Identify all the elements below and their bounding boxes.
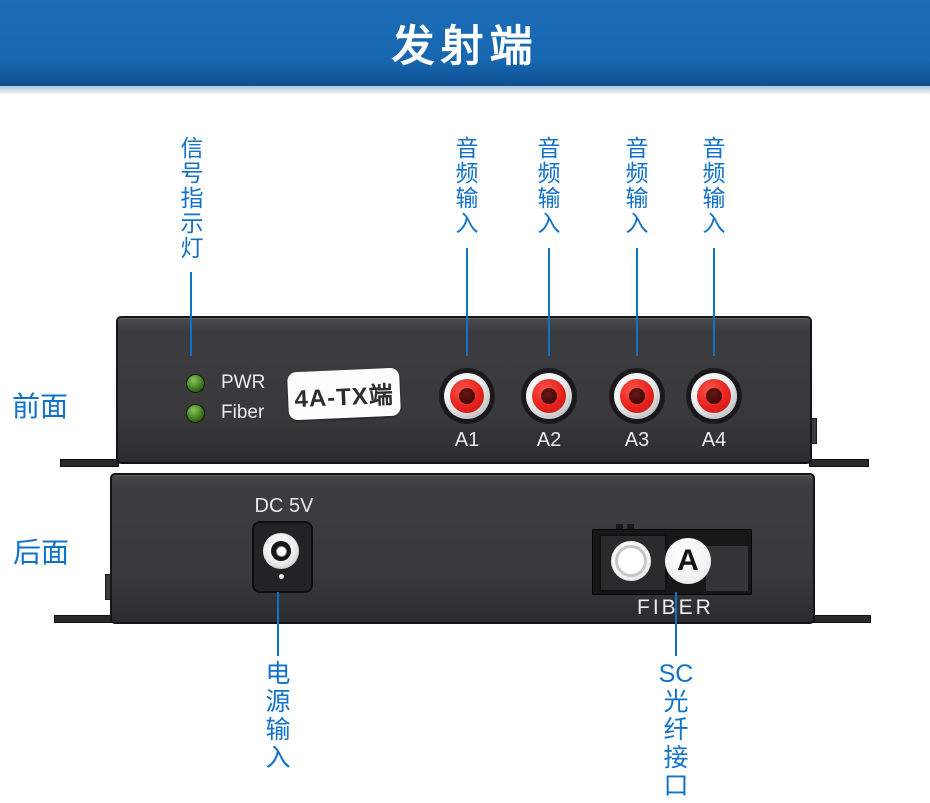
rca-hole — [629, 388, 645, 404]
model-badge: 4A-TX端 — [287, 367, 401, 421]
leader-line-fiber — [675, 592, 677, 656]
fiber-led-label: Fiber — [221, 402, 265, 423]
front-mount-ear-right — [809, 459, 869, 467]
leader-line-audio-1 — [466, 248, 468, 356]
leader-line-audio-2 — [548, 248, 550, 356]
rca-jack-a1 — [440, 369, 494, 423]
rca-hole — [459, 388, 475, 404]
label-sc-fiber-interface: SC 光 纤 接 口 — [658, 660, 694, 800]
label-audio-input-2: 音 频 输 入 — [537, 135, 561, 236]
rca-jack-a3 — [610, 369, 664, 423]
front-mount-ear-left — [60, 459, 119, 467]
sc-port-notch-left — [616, 524, 623, 530]
rear-mount-ear-right — [812, 615, 871, 623]
dc-power-label: DC 5V — [254, 495, 314, 517]
page-title: 发射端 — [391, 23, 539, 71]
dc-jack-ring — [263, 533, 299, 569]
pwr-led-indicator — [186, 374, 205, 393]
dc-jack-pin-dot — [279, 574, 284, 579]
rca-jack-a2 — [522, 369, 576, 423]
label-audio-input-4: 音 频 输 入 — [702, 135, 726, 236]
banner-fade — [0, 86, 930, 95]
fiber-port-assembly: A — [592, 529, 752, 595]
header-banner: 发射端 — [0, 0, 930, 86]
jack-label-a1: A1 — [454, 429, 480, 451]
sc-connector-port — [599, 534, 667, 592]
leader-line-signal — [190, 272, 192, 356]
pwr-led-label: PWR — [221, 372, 266, 393]
leader-line-audio-4 — [713, 248, 715, 356]
label-audio-input-3: 音 频 输 入 — [625, 135, 649, 236]
fiber-led-indicator — [186, 404, 205, 423]
sc-ferrule — [611, 541, 651, 581]
fiber-port-letter-disc: A — [665, 538, 711, 584]
dc-power-jack — [252, 521, 313, 593]
leader-line-power — [277, 592, 279, 656]
fiber-port-label: FIBER — [637, 596, 714, 619]
sc-ferrule-inner — [615, 545, 647, 577]
rca-jack-a4 — [687, 369, 741, 423]
jack-label-a2: A2 — [536, 429, 562, 451]
rca-hole — [706, 388, 722, 404]
label-signal-indicator: 信 号 指 示 灯 — [180, 135, 204, 261]
jack-label-a4: A4 — [701, 429, 727, 451]
rear-side-label: 后面 — [13, 537, 70, 568]
rca-hole — [541, 388, 557, 404]
fiber-port-step — [706, 546, 748, 591]
label-audio-input-1: 音 频 输 入 — [455, 135, 479, 236]
dc-jack-barrel — [271, 541, 291, 561]
jack-label-a3: A3 — [624, 429, 650, 451]
front-side-label: 前面 — [12, 391, 69, 422]
sc-port-notch-right — [627, 524, 634, 530]
leader-line-audio-3 — [636, 248, 638, 356]
rear-mount-ear-left — [54, 615, 114, 623]
label-power-input: 电 源 输 入 — [265, 660, 291, 772]
dc-jack-pin — [275, 545, 287, 557]
